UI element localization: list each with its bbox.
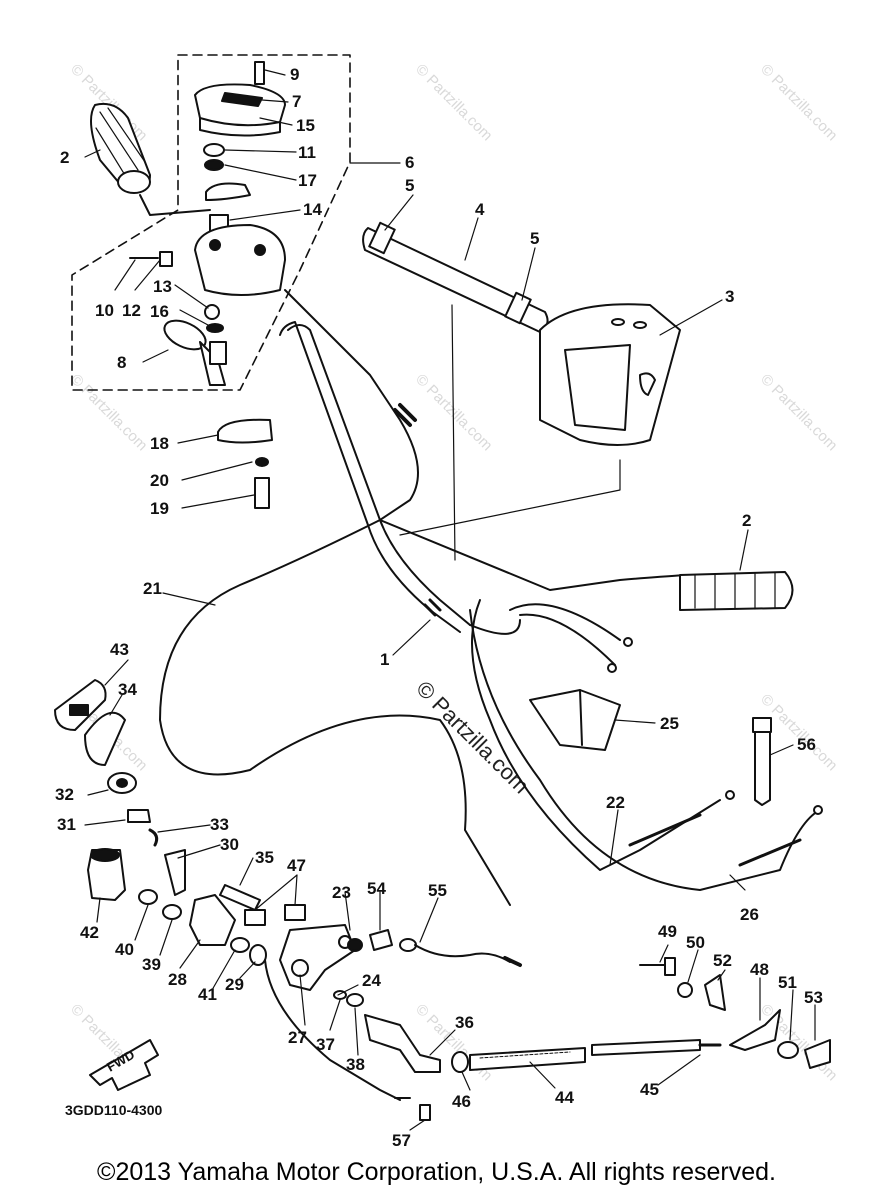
part-label-32: 32 (55, 785, 74, 804)
part-label-37: 37 (316, 1035, 335, 1054)
part-label-16: 16 (150, 302, 169, 321)
part-label-55: 55 (428, 881, 447, 900)
part-label-40: 40 (115, 940, 134, 959)
grip-cover (539, 303, 681, 446)
part-label-43: 43 (110, 640, 129, 659)
brake-parts (87, 848, 267, 966)
part-label-54: 54 (367, 879, 386, 898)
part-label-15: 15 (296, 116, 315, 135)
part-label-42: 42 (80, 923, 99, 942)
reference-lines (399, 304, 621, 561)
part-label-8: 8 (117, 353, 126, 372)
left-lever-parts (54, 679, 159, 847)
part-label-48: 48 (750, 960, 769, 979)
brake-lever-assembly (244, 904, 441, 1101)
part-label-18: 18 (150, 434, 169, 453)
part-label-5: 5 (530, 229, 539, 248)
cable-tie (752, 717, 772, 806)
watermark: © Partzilla.com (757, 371, 840, 454)
part-label-29: 29 (225, 975, 244, 994)
copyright-notice: ©2013 Yamaha Motor Corporation, U.S.A. A… (97, 1158, 776, 1186)
part-label-24: 24 (362, 971, 381, 990)
leader-lines (84, 69, 816, 1131)
part-label-51: 51 (778, 973, 797, 992)
part-label-10: 10 (95, 301, 114, 320)
part-label-21: 21 (143, 579, 162, 598)
part-label-35: 35 (255, 848, 274, 867)
center-watermark: © Partzilla.com (411, 676, 534, 799)
throttle-lever (163, 319, 227, 386)
throttle-body (129, 224, 286, 333)
part-label-39: 39 (142, 955, 161, 974)
part-label-50: 50 (686, 933, 705, 952)
nut-washer (203, 143, 251, 233)
watermark-group: © Partzilla.com © Partzilla.com © Partzi… (67, 61, 840, 1084)
part-label-2: 2 (742, 511, 751, 530)
part-label-23: 23 (332, 883, 351, 902)
part-label-33: 33 (210, 815, 229, 834)
left-grip (90, 102, 211, 216)
part-label-7: 7 (292, 92, 301, 111)
part-label-6: 6 (405, 153, 414, 172)
throttle-cover (194, 61, 286, 137)
part-label-53: 53 (804, 988, 823, 1007)
part-label-5: 5 (405, 176, 414, 195)
part-label-47: 47 (287, 856, 306, 875)
right-grip (679, 571, 794, 611)
part-label-25: 25 (660, 714, 679, 733)
part-label-30: 30 (220, 835, 239, 854)
part-label-9: 9 (290, 65, 299, 84)
diagram-code: 3GDD110-4300 (65, 1102, 163, 1118)
part-label-4: 4 (475, 200, 485, 219)
part-label-38: 38 (346, 1055, 365, 1074)
watermark: © Partzilla.com (412, 61, 495, 144)
part-label-57: 57 (392, 1131, 411, 1150)
part-label-2: 2 (60, 148, 69, 167)
part-label-14: 14 (303, 200, 322, 219)
part-label-12: 12 (122, 301, 141, 320)
watermark: © Partzilla.com (757, 61, 840, 144)
part-label-3: 3 (725, 287, 734, 306)
part-label-26: 26 (740, 905, 759, 924)
part-label-11: 11 (298, 143, 316, 162)
part-label-22: 22 (606, 793, 625, 812)
brake-rod (451, 1039, 722, 1073)
part-label-44: 44 (555, 1088, 574, 1107)
part-label-52: 52 (713, 951, 732, 970)
part-label-46: 46 (452, 1092, 471, 1111)
part-label-13: 13 (153, 277, 172, 296)
fwd-arrow: FWD (89, 1039, 159, 1091)
cable-21 (159, 289, 511, 906)
part-label-1: 1 (380, 650, 389, 669)
screw-57 (394, 1097, 431, 1121)
brake-cables (469, 599, 823, 891)
part-label-31: 31 (57, 815, 76, 834)
rear-brake-parts (639, 957, 831, 1069)
part-label-28: 28 (168, 970, 187, 989)
part-label-36: 36 (455, 1013, 474, 1032)
part-label-17: 17 (298, 171, 317, 190)
part-label-41: 41 (198, 985, 217, 1004)
switch-25 (529, 689, 621, 751)
handlebar-parts-diagram: © Partzilla.com © Partzilla.com © Partzi… (54, 54, 841, 1150)
part-label-19: 19 (150, 499, 169, 518)
part-label-34: 34 (118, 680, 137, 699)
part-label-45: 45 (640, 1080, 659, 1099)
part-label-20: 20 (150, 471, 169, 490)
part-label-49: 49 (658, 922, 677, 941)
part-label-56: 56 (797, 735, 816, 754)
throttle-assembly-outline (71, 54, 351, 391)
throttle-tube (362, 221, 549, 333)
watermark: © Partzilla.com (67, 371, 150, 454)
clamp-assembly (217, 418, 273, 509)
sensor-parts (369, 929, 522, 967)
part-label-27: 27 (288, 1028, 307, 1047)
